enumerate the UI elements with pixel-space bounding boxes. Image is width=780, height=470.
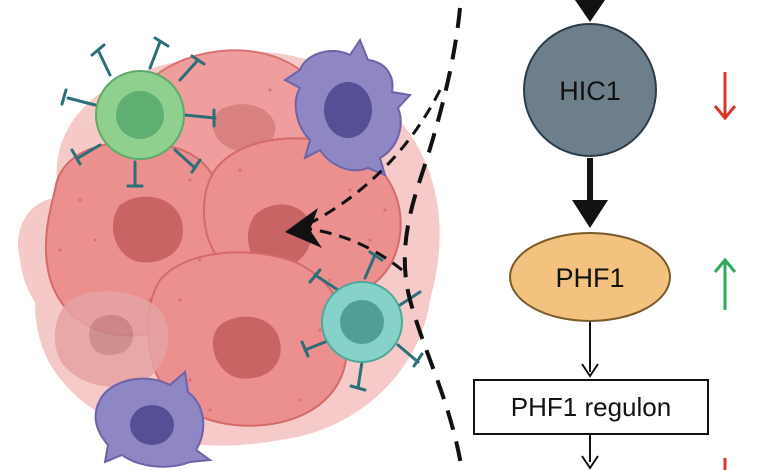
arrow-out-of-regulon [581,435,599,470]
phf1-node: PHF1 [509,232,671,322]
up-arrow-icon [713,257,737,310]
t-cell-icon-teal [300,250,424,392]
hic1-label: HIC1 [559,76,621,106]
hic1-node: HIC1 [523,23,657,157]
myeloid-cell-icon [283,37,412,177]
arrow-hic1-to-phf1 [572,158,608,228]
regulon-label: PHF1 regulon [511,392,671,422]
arrow-phf1-to-regulon [581,322,599,378]
myeloid-cell-icon-bottom [94,370,213,468]
signal-arrow [285,89,442,272]
phf1-regulon-box: PHF1 regulon [473,379,709,435]
down-arrow-icon [713,72,737,121]
arrow-into-hic1 [575,0,605,22]
tumor-cell-faded [54,291,169,388]
t-cell-icon [60,36,217,188]
divider-dashed-curve [402,7,464,470]
tumor-cell-bottom [147,251,349,427]
phf1-label: PHF1 [555,263,624,293]
